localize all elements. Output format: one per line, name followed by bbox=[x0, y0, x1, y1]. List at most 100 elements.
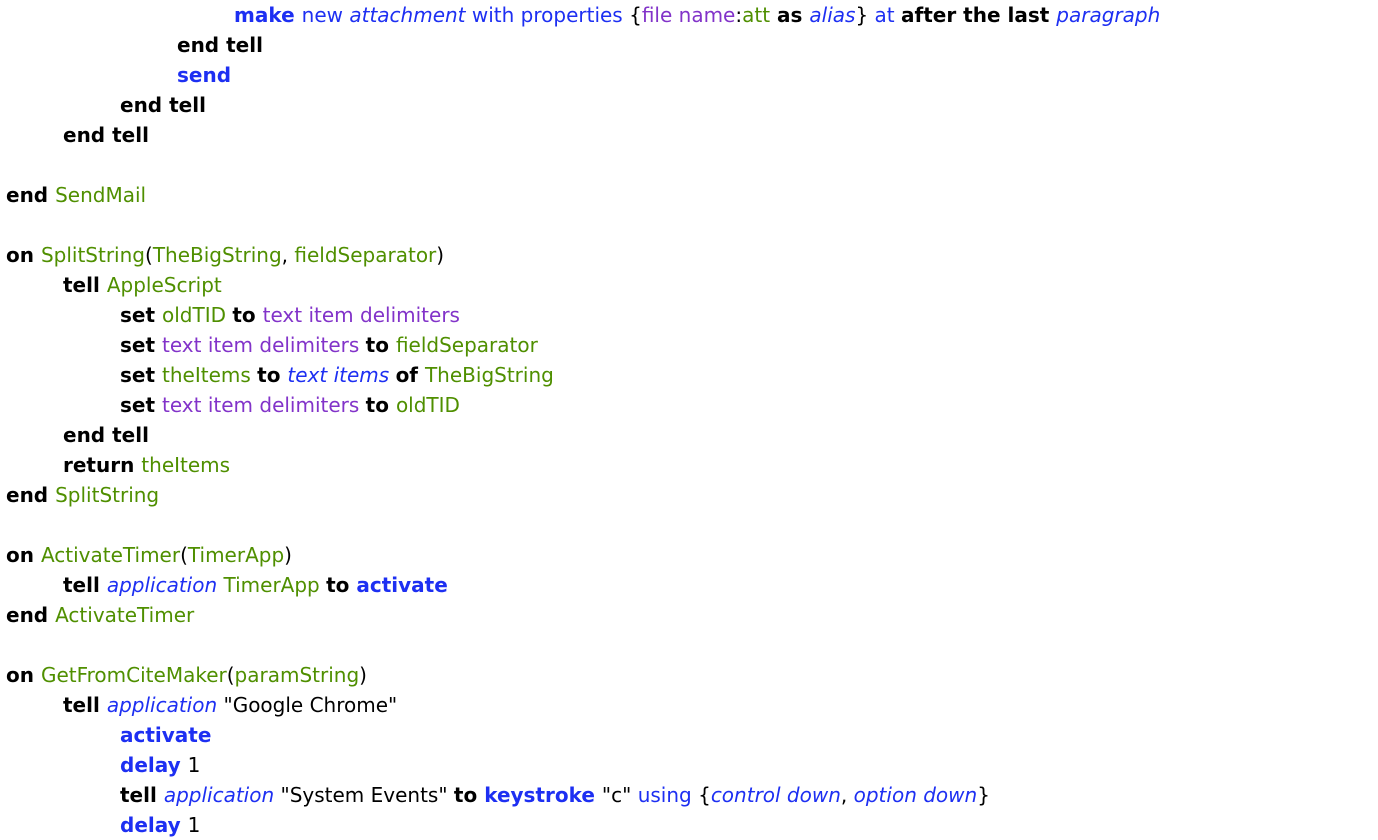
code-token-kw: end tell bbox=[63, 423, 149, 447]
code-token-kw: tell bbox=[63, 573, 107, 597]
code-token-kw: to bbox=[453, 783, 485, 807]
code-line: delay 1 bbox=[0, 750, 1378, 780]
code-token-plain: "Google Chrome" bbox=[223, 693, 398, 717]
code-token-var: theItems bbox=[162, 363, 258, 387]
code-token-cls: alias bbox=[809, 3, 856, 27]
code-line: tell application TimerApp to activate bbox=[0, 570, 1378, 600]
code-token-cls: paragraph bbox=[1056, 3, 1161, 27]
code-line bbox=[0, 210, 1378, 240]
code-line: make new attachment with properties {fil… bbox=[0, 0, 1378, 30]
code-token-kw: end tell bbox=[177, 33, 263, 57]
code-token-var: oldTID bbox=[162, 303, 233, 327]
code-token-var: oldTID bbox=[395, 393, 460, 417]
code-token-prop: text item delimiters bbox=[262, 303, 460, 327]
code-line bbox=[0, 510, 1378, 540]
code-line bbox=[0, 630, 1378, 660]
code-token-var: paramString bbox=[234, 663, 360, 687]
code-token-plain: ) bbox=[284, 543, 292, 567]
code-token-kw: on bbox=[6, 663, 41, 687]
code-token-plain: ) bbox=[359, 663, 367, 687]
code-token-var: SplitString bbox=[55, 483, 160, 507]
code-token-cls: application bbox=[106, 573, 224, 597]
code-line: tell AppleScript bbox=[0, 270, 1378, 300]
code-token-var: fieldSeparator bbox=[395, 333, 538, 357]
code-token-cls: application bbox=[163, 783, 281, 807]
code-token-cls: application bbox=[106, 693, 224, 717]
code-token-prop: file name bbox=[641, 3, 736, 27]
code-token-kw: end bbox=[6, 183, 56, 207]
code-token-kw: to bbox=[365, 393, 396, 417]
code-token-var: TimerApp bbox=[223, 573, 327, 597]
code-token-cmd: keystroke bbox=[484, 783, 602, 807]
code-token-cls: text items bbox=[287, 363, 396, 387]
code-token-kw: to bbox=[257, 363, 288, 387]
code-token-kw: after the last bbox=[901, 3, 1057, 27]
code-token-cmd: activate bbox=[356, 573, 448, 597]
code-token-var: TimerApp bbox=[187, 543, 285, 567]
code-token-kw: to bbox=[365, 333, 396, 357]
code-line: tell application "System Events" to keys… bbox=[0, 780, 1378, 810]
code-token-var: TheBigString bbox=[152, 243, 282, 267]
code-token-plain: , bbox=[840, 783, 854, 807]
code-token-plain: } bbox=[855, 3, 875, 27]
code-token-param: at bbox=[874, 3, 902, 27]
code-token-param: new bbox=[301, 3, 350, 27]
code-line: activate bbox=[0, 720, 1378, 750]
code-token-plain: } bbox=[977, 783, 990, 807]
code-token-prop: text item delimiters bbox=[162, 393, 366, 417]
code-token-var: SendMail bbox=[55, 183, 147, 207]
code-token-var: fieldSeparator bbox=[294, 243, 437, 267]
code-token-cls: option down bbox=[853, 783, 978, 807]
code-token-kw: as bbox=[770, 3, 810, 27]
code-line: end tell bbox=[0, 30, 1378, 60]
code-token-plain: ( bbox=[226, 663, 235, 687]
code-line: end ActivateTimer bbox=[0, 600, 1378, 630]
code-token-plain: "System Events" bbox=[280, 783, 454, 807]
code-token-kw: to bbox=[326, 573, 357, 597]
code-line: end tell bbox=[0, 120, 1378, 150]
code-line: set oldTID to text item delimiters bbox=[0, 300, 1378, 330]
code-token-cmd: delay bbox=[120, 753, 188, 777]
code-token-plain: "c" bbox=[601, 783, 638, 807]
code-line: tell application "Google Chrome" bbox=[0, 690, 1378, 720]
code-token-plain: { bbox=[629, 3, 642, 27]
code-line: end tell bbox=[0, 90, 1378, 120]
code-line: set text item delimiters to fieldSeparat… bbox=[0, 330, 1378, 360]
code-token-plain: : bbox=[735, 3, 743, 27]
code-token-cls: control down bbox=[710, 783, 841, 807]
code-line: end SendMail bbox=[0, 180, 1378, 210]
code-token-kw: to bbox=[232, 303, 263, 327]
code-line: send bbox=[0, 60, 1378, 90]
code-token-kw: end tell bbox=[120, 93, 206, 117]
code-token-var: SplitString bbox=[40, 243, 145, 267]
code-token-plain: 1 bbox=[187, 813, 201, 837]
code-line: on GetFromCiteMaker(paramString) bbox=[0, 660, 1378, 690]
code-token-plain: ) bbox=[436, 243, 445, 267]
code-line: end SplitString bbox=[0, 480, 1378, 510]
code-token-var: TheBigString bbox=[424, 363, 554, 387]
code-token-kw: set bbox=[120, 333, 162, 357]
code-token-plain: , bbox=[281, 243, 295, 267]
code-token-plain: { bbox=[698, 783, 711, 807]
code-token-var: AppleScript bbox=[106, 273, 222, 297]
code-token-kw: set bbox=[120, 303, 162, 327]
code-token-var: ActivateTimer bbox=[55, 603, 195, 627]
code-token-kw: end tell bbox=[63, 123, 149, 147]
code-token-var: att bbox=[742, 3, 771, 27]
code-line: on ActivateTimer(TimerApp) bbox=[0, 540, 1378, 570]
code-token-kw: tell bbox=[120, 783, 164, 807]
code-token-plain: 1 bbox=[187, 753, 201, 777]
code-line: set theItems to text items of TheBigStri… bbox=[0, 360, 1378, 390]
code-line: delay 1 bbox=[0, 810, 1378, 840]
code-line: set text item delimiters to oldTID bbox=[0, 390, 1378, 420]
code-token-kw: tell bbox=[63, 273, 107, 297]
code-token-kw: tell bbox=[63, 693, 107, 717]
code-token-plain: ( bbox=[145, 243, 153, 267]
code-token-cmd: activate bbox=[120, 723, 212, 747]
code-line: on SplitString(TheBigString, fieldSepara… bbox=[0, 240, 1378, 270]
code-line bbox=[0, 150, 1378, 180]
code-token-var: GetFromCiteMaker bbox=[40, 663, 227, 687]
code-token-kw: set bbox=[120, 393, 162, 417]
